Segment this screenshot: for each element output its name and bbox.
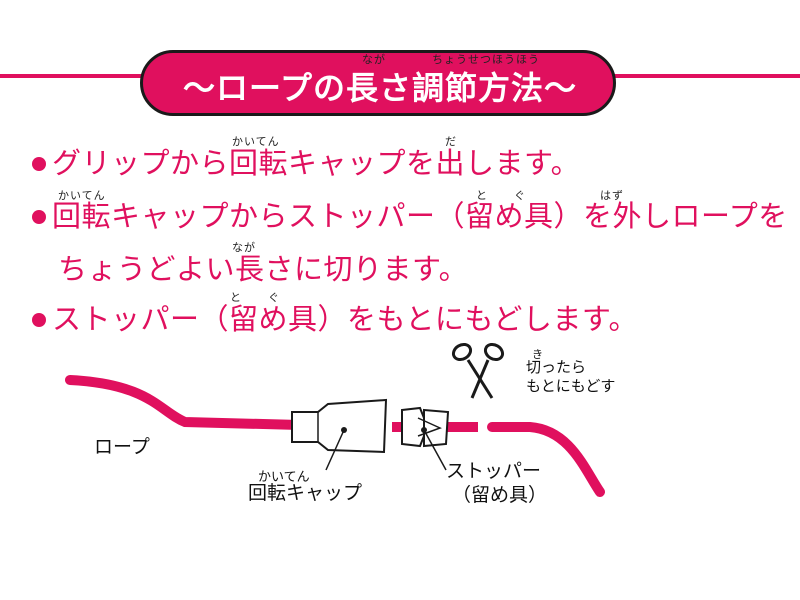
rope-label: ロープ <box>94 436 150 458</box>
stopper-sub-label: （留め具） <box>452 484 548 506</box>
ruby-hazu: はず <box>600 189 624 202</box>
cap-ruby: かいてん <box>258 470 310 485</box>
instruction-1: グリップから回転キャップを出します。 <box>32 146 580 180</box>
ruby-kaiten-2: かいてん <box>58 189 106 202</box>
ruby-gu-3: ぐ <box>268 291 280 304</box>
title-rule-right <box>606 74 800 78</box>
cut-ruby: き <box>532 348 543 361</box>
title-ruby-chousetsu: ちょうせつほうほう <box>432 53 540 66</box>
instruction-2-line-1: 回転キャップからストッパー（留め具）を外しロープを <box>32 199 788 233</box>
cap-label: 回転キャップ <box>248 482 363 504</box>
ruby-to-2: と <box>476 189 488 202</box>
rotating-cap <box>291 398 388 454</box>
bullet-dot <box>32 313 46 327</box>
ruby-to-3: と <box>230 291 242 304</box>
title-ruby-naga: なが <box>362 53 386 66</box>
title-rule-left <box>0 74 150 78</box>
ruby-da: だ <box>445 135 457 148</box>
stopper <box>401 406 425 448</box>
scissors-icon <box>451 342 505 399</box>
instruction-3: ストッパー（留め具）をもとにもどします。 <box>32 302 638 336</box>
rope-left <box>65 375 305 430</box>
bullet-dot <box>32 157 46 171</box>
ruby-naga-2: なが <box>232 241 256 254</box>
cut-note-line-2: もとにもどす <box>526 377 616 395</box>
instruction-2-line-2: ちょうどよい長さに切ります。 <box>58 252 469 286</box>
title-banner <box>140 50 616 116</box>
ruby-gu-2: ぐ <box>514 189 526 202</box>
bullet-dot <box>32 210 46 224</box>
page-title: 〜ロープの長さ調節方法〜 <box>182 69 578 107</box>
ruby-kaiten-1: かいてん <box>232 135 280 148</box>
cut-note-line-1: 切ったら <box>526 358 587 376</box>
stopper-label: ストッパー <box>446 460 542 482</box>
rope-right <box>487 422 605 497</box>
